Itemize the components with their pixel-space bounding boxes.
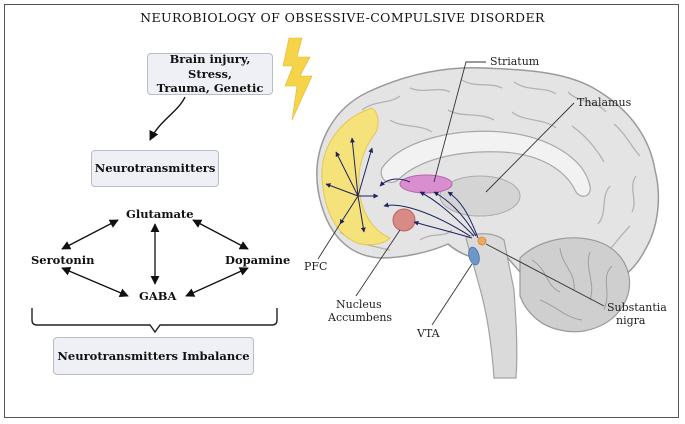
causes-box: Brain injury, Stress, Trauma, Genetic	[147, 52, 273, 96]
striatum-region	[399, 174, 453, 194]
causes-line-1: Brain injury, Stress,	[169, 52, 251, 81]
substantia-nigra-region	[477, 236, 487, 246]
figure-title: NEUROBIOLOGY OF OBSESSIVE-COMPULSIVE DIS…	[140, 10, 545, 25]
label-thalamus: Thalamus	[577, 96, 632, 109]
cerebellum	[519, 237, 631, 333]
label-nucleus-accumbens-2: Accumbens	[328, 311, 393, 324]
lightning-icon	[282, 37, 313, 121]
brainstem	[465, 233, 518, 379]
brace	[31, 308, 278, 334]
label-vta: VTA	[417, 327, 440, 340]
leader-striatum	[433, 61, 486, 183]
leader-vta	[431, 263, 473, 326]
brain-illustration	[316, 67, 660, 379]
serotonin-node: Serotonin	[31, 253, 95, 267]
leader-thalamus	[485, 102, 575, 193]
label-substantia-nigra-1: Substantia	[607, 301, 667, 314]
nucleus-accumbens-region	[392, 208, 416, 232]
label-substantia-nigra-2: nigra	[616, 314, 646, 327]
neurotransmitters-box: Neurotransmitters	[91, 150, 219, 187]
vta-region	[468, 246, 480, 266]
label-pfc: PFC	[304, 260, 328, 273]
label-striatum: Striatum	[490, 55, 540, 68]
label-nucleus-accumbens-1: Nucleus	[336, 298, 382, 311]
dopamine-node: Dopamine	[225, 253, 291, 267]
causes-line-2: Trauma, Genetic	[156, 81, 264, 96]
arrow-glutamate-serotonin	[61, 219, 119, 250]
thalamus-region	[439, 175, 521, 217]
cause-arrow	[149, 96, 186, 141]
glutamate-node: Glutamate	[126, 207, 194, 221]
corpus-callosum	[380, 130, 591, 197]
arrow-glutamate-dopamine	[192, 219, 249, 250]
gaba-node: GABA	[139, 289, 177, 303]
leader-nucleus-accumbens	[355, 229, 401, 297]
arrow-serotonin-gaba	[61, 267, 129, 297]
leader-pfc	[317, 223, 341, 260]
figure-frame	[4, 4, 679, 418]
leader-substantia-nigra	[485, 243, 605, 307]
arrow-dopamine-gaba	[185, 267, 249, 297]
imbalance-box: Neurotransmitters Imbalance	[53, 337, 254, 375]
